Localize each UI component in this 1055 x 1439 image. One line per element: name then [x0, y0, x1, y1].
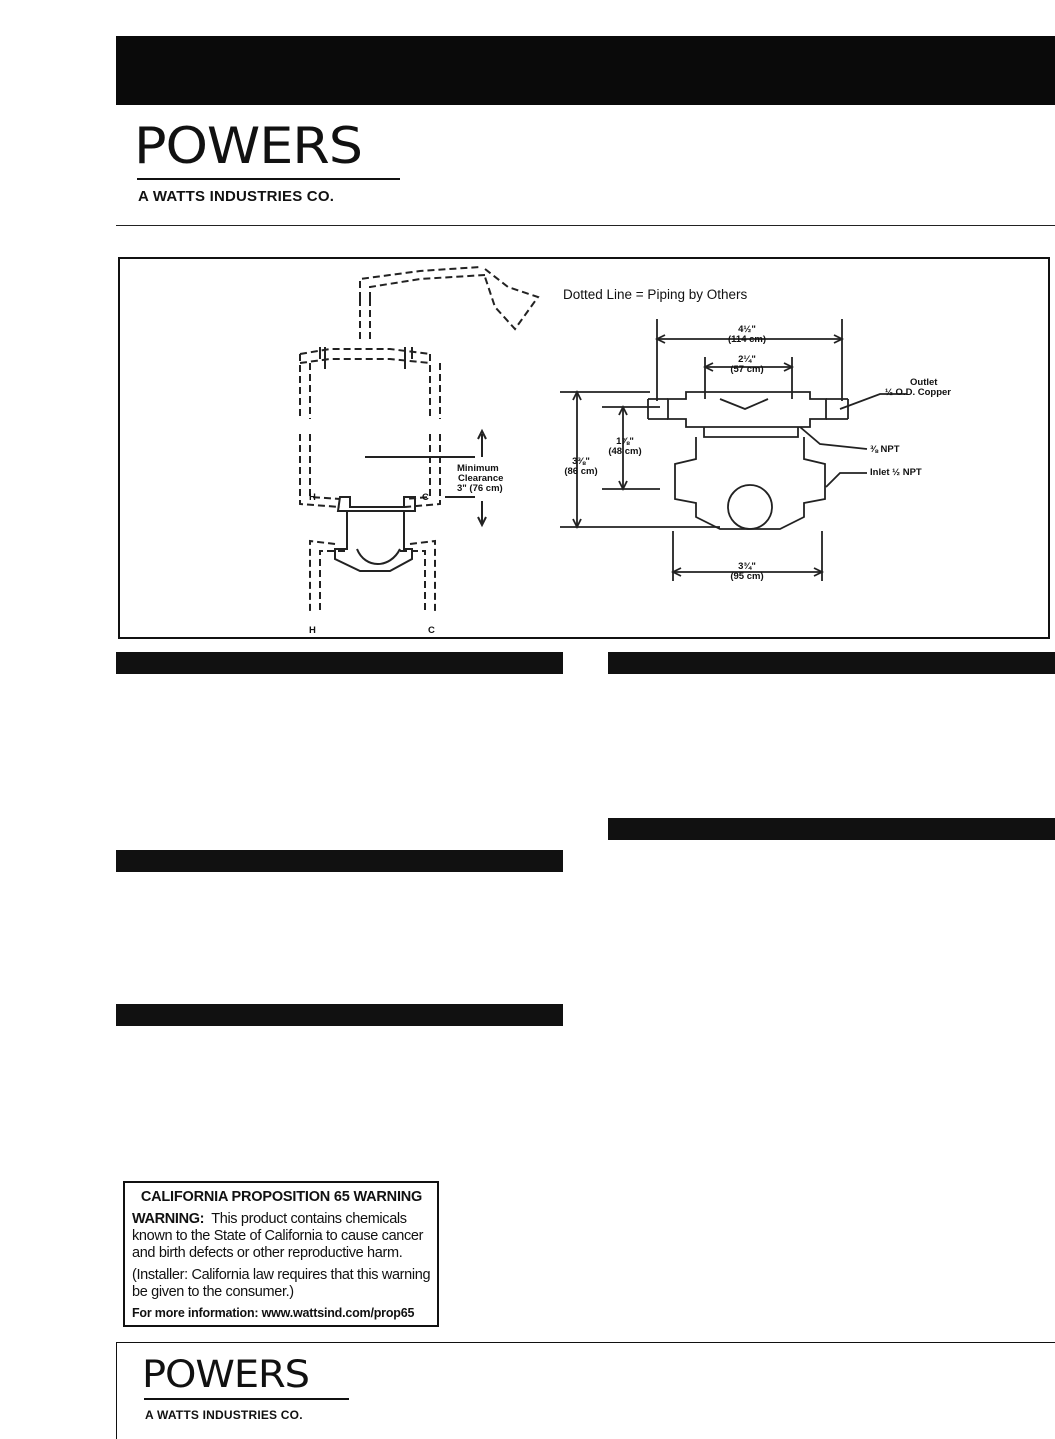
hot-label-upper: H [309, 492, 316, 503]
prop65-title: CALIFORNIA PROPOSITION 65 WARNING [140, 1189, 423, 1205]
shower-head [484, 268, 540, 331]
prop65-warning-text: This product contains chemicals known to… [132, 1211, 424, 1261]
riser-pipe-2 [369, 274, 486, 299]
footer-brand-tagline: A WATTS INDUSTRIES CO. [145, 1408, 303, 1422]
logo-underline [137, 178, 400, 180]
dim-base-width: 3¾" [738, 561, 756, 572]
dim-overall-width: 4½" [738, 324, 756, 335]
valve-lower-body [674, 437, 826, 530]
valve-top-body [667, 391, 827, 428]
mixing-valve-body-left [336, 496, 416, 512]
section-bar-2 [116, 850, 563, 872]
section-bar-5 [608, 818, 1055, 840]
cold-label-lower: C [428, 625, 435, 636]
clearance-line-2: Clearance [458, 473, 503, 484]
dim-upper-height-metric: (48 cm) [608, 446, 641, 457]
prop65-warning-lead: WARNING: [132, 1211, 205, 1227]
prop65-more-info: For more information: www.wattsind.com/p… [132, 1306, 415, 1320]
dim-body-width-metric: (57 cm) [730, 364, 763, 375]
outlet-label-1: Outlet [910, 377, 938, 388]
footer-brand-logo: POWERS [142, 1353, 310, 1396]
footer-box [116, 1342, 1055, 1439]
dim-body-width: 2¼" [738, 354, 756, 365]
hot-label-lower: H [309, 625, 316, 636]
dim-overall-width-metric: (114 cm) [728, 334, 766, 345]
header-bar [116, 36, 1055, 105]
section-bar-1 [116, 652, 563, 674]
dim-height-metric: (86 cm) [564, 466, 597, 477]
footer-logo-underline [144, 1398, 349, 1400]
diagram-drawing: Minimum Clearance 3" (76 cm) H C H C Dot… [299, 266, 951, 636]
diagram-legend: Dotted Line = Piping by Others [563, 287, 747, 302]
npt-label: ⅜ NPT [870, 444, 900, 455]
outlet-label-2: ½ O.D. Copper [885, 387, 951, 398]
prop65-warning-box: CALIFORNIA PROPOSITION 65 WARNING WARNIN… [123, 1181, 439, 1327]
clearance-line-3: 3" (76 cm) [457, 483, 503, 494]
brand-logo: POWERS [134, 117, 363, 175]
header-rule [116, 225, 1055, 226]
dim-base-width-metric: (95 cm) [730, 571, 763, 582]
clearance-line-1: Minimum [457, 463, 499, 474]
prop65-installer-note: (Installer: California law requires that… [132, 1267, 431, 1300]
section-bar-4 [608, 652, 1055, 674]
dim-upper-height: 1⅞" [616, 436, 634, 447]
cold-label-upper: C [422, 492, 429, 503]
installation-diagram: Minimum Clearance 3" (76 cm) H C H C Dot… [118, 257, 1050, 639]
riser-pipe [359, 266, 481, 299]
inlet-label: Inlet ½ NPT [870, 467, 922, 478]
prop65-warning: WARNING: This product contains chemicals… [132, 1211, 431, 1262]
section-bar-3 [116, 1004, 563, 1026]
dim-height: 3⅜" [572, 456, 590, 467]
brand-tagline: A WATTS INDUSTRIES CO. [138, 188, 335, 205]
